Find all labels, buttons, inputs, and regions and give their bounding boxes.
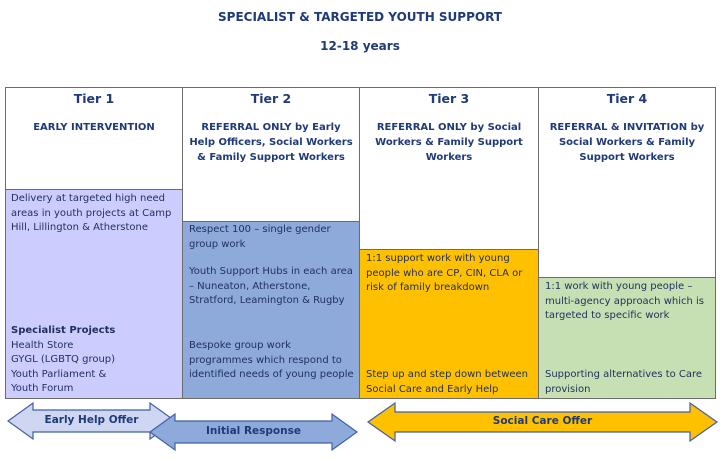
tier-3-heading: REFERRAL ONLY by Social Workers & Family… (375, 122, 523, 163)
tier-2-heading: REFERRAL ONLY by Early Help Officers, So… (189, 122, 353, 163)
tier-1-band (5, 189, 183, 399)
tier-2-respect-text: Respect 100 – single gender group work (189, 224, 331, 250)
early-help-arrow-label: Early Help Offer (44, 414, 139, 426)
tier-3-band (359, 249, 539, 399)
tier-1-heading: EARLY INTERVENTION (33, 122, 155, 133)
initial-response-arrow (148, 412, 359, 452)
social-care-arrow-label: Social Care Offer (492, 415, 593, 427)
tier-2-band (182, 221, 360, 399)
tier-4-band (538, 277, 716, 399)
tier-4-heading: REFERRAL & INVITATION by Social Workers … (549, 122, 705, 163)
tier-3-name: Tier 3 (428, 91, 470, 106)
initial-response-arrow-label: Initial Response (206, 425, 301, 437)
tier-4-name: Tier 4 (606, 91, 648, 106)
tier-4-column: Tier 4 REFERRAL & INVITATION by Social W… (538, 87, 716, 399)
tier-3-column: Tier 3 REFERRAL ONLY by Social Workers &… (359, 87, 539, 399)
tier-2-bespoke-text: Bespoke group work programmes which resp… (189, 340, 354, 380)
tier-3-step-text: Step up and step down between Social Car… (366, 369, 529, 395)
tier-1-projects-title: Specialist Projects (11, 325, 116, 336)
tier-2-column: Tier 2 REFERRAL ONLY by Early Help Offic… (182, 87, 360, 399)
tier-2-hubs-text: Youth Support Hubs in each area – Nuneat… (189, 266, 353, 306)
tier-1-delivery-text: Delivery at targeted high need areas in … (11, 193, 172, 233)
tier-1-column: Tier 1 EARLY INTERVENTION Delivery at ta… (5, 87, 183, 399)
page-title: SPECIALIST & TARGETED YOUTH SUPPORT (218, 10, 502, 24)
tier-1-projects: Specialist Projects Health Store GYGL (L… (11, 324, 176, 397)
tier-4-alternatives-text: Supporting alternatives to Care provisio… (545, 369, 703, 395)
tier-4-work-text: 1:1 work with young people – multi-agenc… (545, 281, 704, 321)
social-care-arrow (366, 401, 719, 443)
tier-3-support-text: 1:1 support work with young people who a… (366, 253, 523, 293)
tier-1-project-item: Youth Parliament & (11, 368, 107, 380)
page-subtitle: 12-18 years (320, 39, 400, 53)
tier-1-project-item: Youth Forum (11, 383, 74, 394)
tier-1-name: Tier 1 (73, 91, 115, 106)
tier-1-project-item: Health Store (11, 339, 74, 351)
tier-1-project-item: GYGL (LGBTQ group) (11, 354, 116, 365)
tier-2-name: Tier 2 (250, 91, 292, 106)
